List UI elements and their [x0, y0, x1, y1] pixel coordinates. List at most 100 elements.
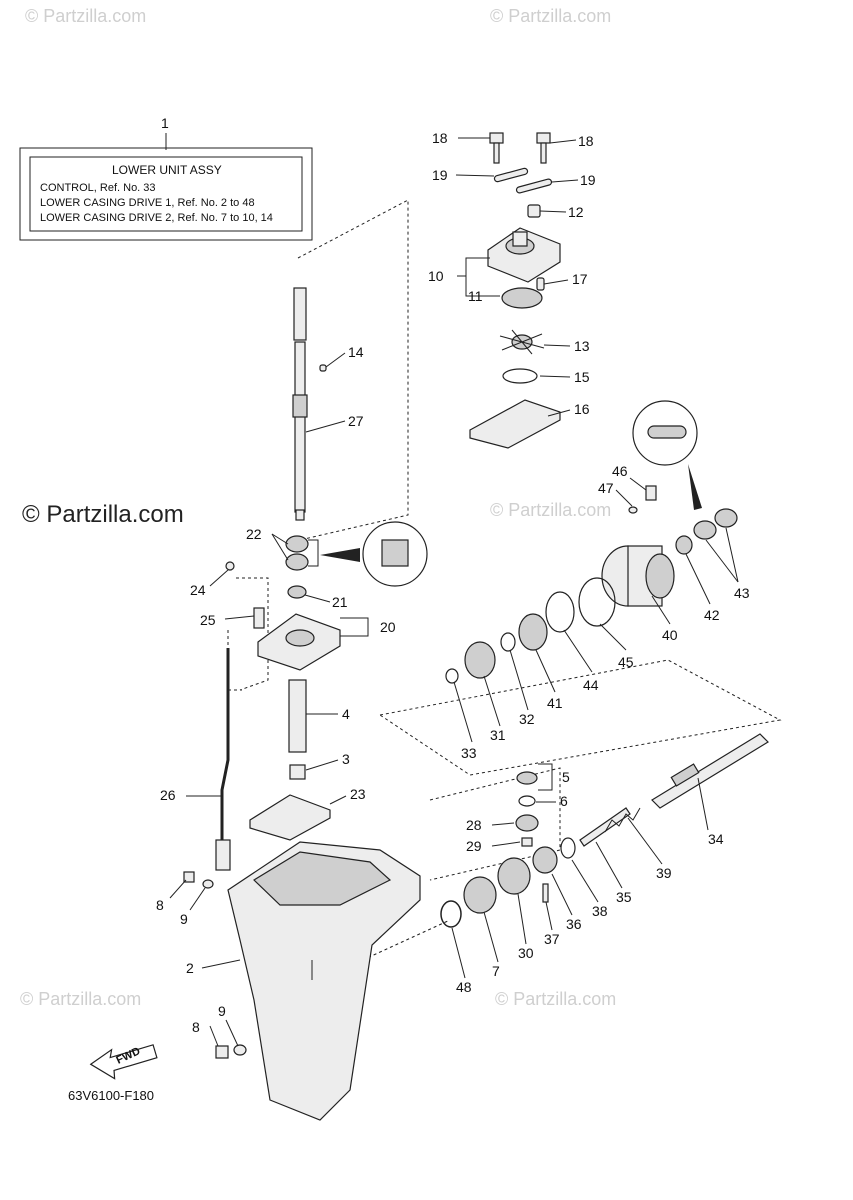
info-box-line-3: LOWER CASING DRIVE 2, Ref. No. 7 to 10, … [40, 212, 273, 224]
callout-3: 3 [342, 751, 350, 767]
bearing-22-bottom-icon [285, 553, 309, 571]
bearing-7-icon [463, 876, 497, 914]
pin-17-icon [536, 277, 545, 291]
propeller-shaft-34-icon [651, 733, 769, 809]
diagram-code: 63V6100-F180 [68, 1088, 154, 1103]
lower-casing-2-icon [227, 841, 421, 1121]
callout-27: 27 [348, 413, 364, 429]
watermark-middle-left: © Partzilla.com [22, 501, 184, 528]
o-ring-45-icon [578, 577, 616, 627]
outer-plate-16-icon [469, 399, 561, 449]
plate-19-left-icon [493, 167, 529, 183]
pinion-28-icon [515, 814, 539, 832]
callout-16: 16 [574, 401, 590, 417]
callout-21: 21 [332, 594, 348, 610]
callout-45: 45 [618, 654, 634, 670]
callout-32: 32 [519, 711, 535, 727]
gear-31-icon [464, 641, 496, 679]
nut-29-icon [521, 837, 533, 847]
callout-34: 34 [708, 831, 724, 847]
washer-9-top-icon [202, 879, 214, 889]
insert-11-icon [501, 287, 543, 309]
pin-37-icon [542, 883, 549, 903]
bearing-22-top-icon [285, 535, 309, 553]
fwd-arrow-icon: FWD [89, 1044, 158, 1080]
drive-shaft-27-icon [292, 287, 308, 521]
tube-4-icon [288, 679, 307, 753]
cap-40-icon [601, 545, 675, 607]
callout-42: 42 [704, 607, 720, 623]
washer-9-bottom-icon [233, 1044, 247, 1056]
callout-26: 26 [160, 787, 176, 803]
bolt-8-bottom-icon [215, 1045, 229, 1059]
callout-43: 43 [734, 585, 750, 601]
callout-44: 44 [583, 677, 599, 693]
callout-40: 40 [662, 627, 678, 643]
seal-43-b-icon [714, 508, 738, 528]
callout-48: 48 [456, 979, 472, 995]
callout-22: 22 [246, 526, 262, 542]
callout-5: 5 [562, 769, 570, 785]
guide-line-pin [236, 577, 269, 691]
callout-20: 20 [380, 619, 396, 635]
bolt-18-right-icon [536, 132, 551, 164]
leader-lines [169, 137, 739, 1047]
guide-line-drive-shaft [297, 199, 409, 541]
gear-30-icon [497, 857, 531, 895]
watermark-top-left: © Partzilla.com [25, 6, 146, 26]
callout-36: 36 [566, 916, 582, 932]
callout-31: 31 [490, 727, 506, 743]
watermark-bottom-right: © Partzilla.com [495, 989, 616, 1009]
callout-10: 10 [428, 268, 444, 284]
callout-9-bottom: 9 [218, 1003, 226, 1019]
bolt-25-icon [253, 607, 265, 629]
detail-circle-tool-icon [632, 400, 702, 510]
bearing-5-icon [516, 771, 538, 785]
bolt-46-icon [645, 485, 657, 501]
plate-19-right-icon [515, 178, 553, 194]
callout-19-right: 19 [580, 172, 596, 188]
callout-17: 17 [572, 271, 588, 287]
callout-24: 24 [190, 582, 206, 598]
housing-20-icon [257, 613, 341, 671]
screw-12-icon [527, 204, 541, 218]
callout-41: 41 [547, 695, 563, 711]
shim-32-icon [500, 632, 516, 652]
callout-12: 12 [568, 204, 584, 220]
callout-4: 4 [342, 706, 350, 722]
clutch-36-icon [532, 846, 558, 874]
callout-46: 46 [612, 463, 628, 479]
info-box-line-2: LOWER CASING DRIVE 1, Ref. No. 2 to 48 [40, 197, 255, 209]
gasket-23-icon [249, 794, 331, 841]
callout-18-right: 18 [578, 133, 594, 149]
bushing-21-icon [287, 585, 307, 599]
callout-39: 39 [656, 865, 672, 881]
shim-33-icon [445, 668, 459, 684]
guide-line-prop-group [429, 767, 561, 881]
watermark-middle-right: © Partzilla.com [490, 500, 611, 520]
pump-housing-10-icon [487, 227, 561, 283]
shim-6-icon [518, 795, 536, 807]
callouts: 18 18 19 19 12 10 11 17 13 14 15 16 27 4… [156, 130, 750, 1035]
washer-47-icon [628, 506, 638, 514]
callout-38: 38 [592, 903, 608, 919]
callout-8-top: 8 [156, 897, 164, 913]
callout-13: 13 [574, 338, 590, 354]
callout-2: 2 [186, 960, 194, 976]
callout-33: 33 [461, 745, 477, 761]
callout-18-left: 18 [432, 130, 448, 146]
callout-28: 28 [466, 817, 482, 833]
bearing-42-icon [675, 535, 693, 555]
callout-19-left: 19 [432, 167, 448, 183]
callout-9-top: 9 [180, 911, 188, 927]
callout-8-bottom: 8 [192, 1019, 200, 1035]
watermark-bottom-left: © Partzilla.com [20, 989, 141, 1009]
o-ring-44-icon [545, 591, 575, 633]
guide-line-rod [227, 630, 242, 691]
info-box-line-1: CONTROL, Ref. No. 33 [40, 182, 156, 194]
seal-43-a-icon [693, 520, 717, 540]
callout-29: 29 [466, 838, 482, 854]
bolt-8-top-icon [183, 871, 195, 883]
callout-35: 35 [616, 889, 632, 905]
